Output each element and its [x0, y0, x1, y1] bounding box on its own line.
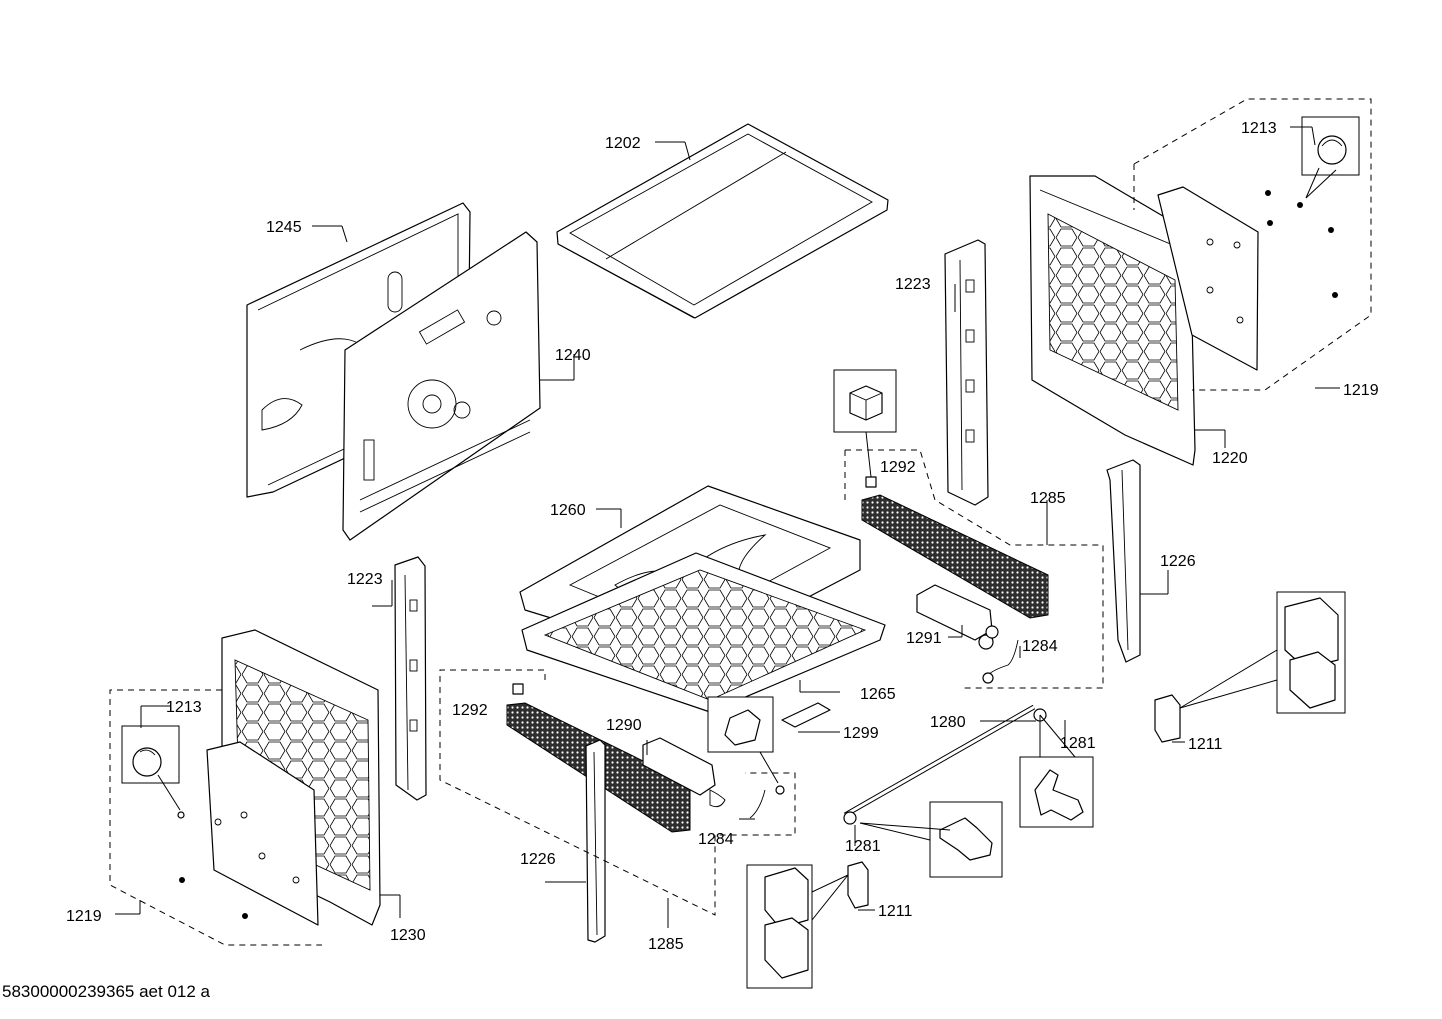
callout-1240: 1240 — [555, 347, 591, 364]
callout-1213-left: 1213 — [166, 699, 202, 716]
callout-1291: 1291 — [906, 630, 942, 647]
left-front-rail-part — [394, 556, 427, 801]
callout-1223-right: 1223 — [895, 276, 931, 293]
callout-1292-left: 1292 — [452, 702, 488, 719]
callout-1226-right: 1226 — [1160, 553, 1196, 570]
callout-1285-right: 1285 — [1030, 490, 1066, 507]
callout-1260: 1260 — [550, 502, 586, 519]
callout-1211-left: 1211 — [878, 903, 913, 920]
knob-detail-box-left — [121, 725, 181, 811]
callout-1281-upper: 1281 — [1060, 735, 1096, 752]
motor-detail-box — [707, 696, 785, 819]
hinge-detail-box-lower — [859, 801, 1003, 878]
right-front-rail-part — [944, 239, 989, 506]
group-outline-right-side — [1133, 98, 1372, 391]
right-side-wall-part — [1029, 175, 1196, 466]
left-side-rail-part — [585, 739, 606, 943]
heater-plate-part — [521, 552, 886, 713]
callout-1230: 1230 — [390, 927, 426, 944]
bracket-detail-box-right — [1154, 591, 1346, 743]
callout-1280: 1280 — [930, 714, 966, 731]
callout-1265: 1265 — [860, 686, 896, 703]
cube-part-left — [512, 683, 524, 695]
group-outline-right-grille — [844, 449, 1104, 689]
callout-1220: 1220 — [1212, 450, 1248, 467]
document-reference: 58300000239365 aet 012 a — [2, 982, 210, 1001]
callout-1245: 1245 — [266, 219, 302, 236]
callout-1299: 1299 — [843, 725, 879, 742]
callout-1292-right: 1292 — [880, 459, 916, 476]
callout-1219-right: 1219 — [1343, 382, 1379, 399]
bracket-detail-box-left — [746, 861, 869, 989]
callout-1284-left: 1284 — [698, 831, 734, 848]
right-insulation-plate-part — [1157, 186, 1338, 371]
right-air-grille-part — [861, 494, 1049, 619]
callout-1281-lower: 1281 — [845, 838, 881, 855]
left-fan-housing-part — [642, 737, 726, 808]
callout-leaders — [115, 126, 1340, 928]
callout-1290: 1290 — [606, 717, 642, 734]
callout-1285-left: 1285 — [648, 936, 684, 953]
callout-1223-left: 1223 — [347, 571, 383, 588]
callout-1213-right: 1213 — [1241, 120, 1277, 137]
callout-1284-right: 1284 — [1022, 638, 1058, 655]
right-fan-housing-part — [916, 584, 999, 650]
hinge-detail-box-upper — [1019, 714, 1094, 828]
right-side-rail-part — [1106, 459, 1141, 663]
top-cover-part — [556, 123, 889, 319]
knob-detail-box-right — [1301, 116, 1360, 199]
callout-1202: 1202 — [605, 135, 641, 152]
back-panel-part — [342, 231, 541, 541]
cube-detail-box — [833, 369, 897, 488]
callout-1226-left: 1226 — [520, 851, 556, 868]
callout-1211-right: 1211 — [1188, 736, 1223, 753]
group-outline-left-grille — [439, 669, 796, 916]
sensor-strip-part — [781, 702, 831, 728]
callout-1219-left: 1219 — [66, 908, 102, 925]
left-insulation-plate-part — [177, 741, 319, 926]
right-cable-part — [982, 639, 1019, 684]
